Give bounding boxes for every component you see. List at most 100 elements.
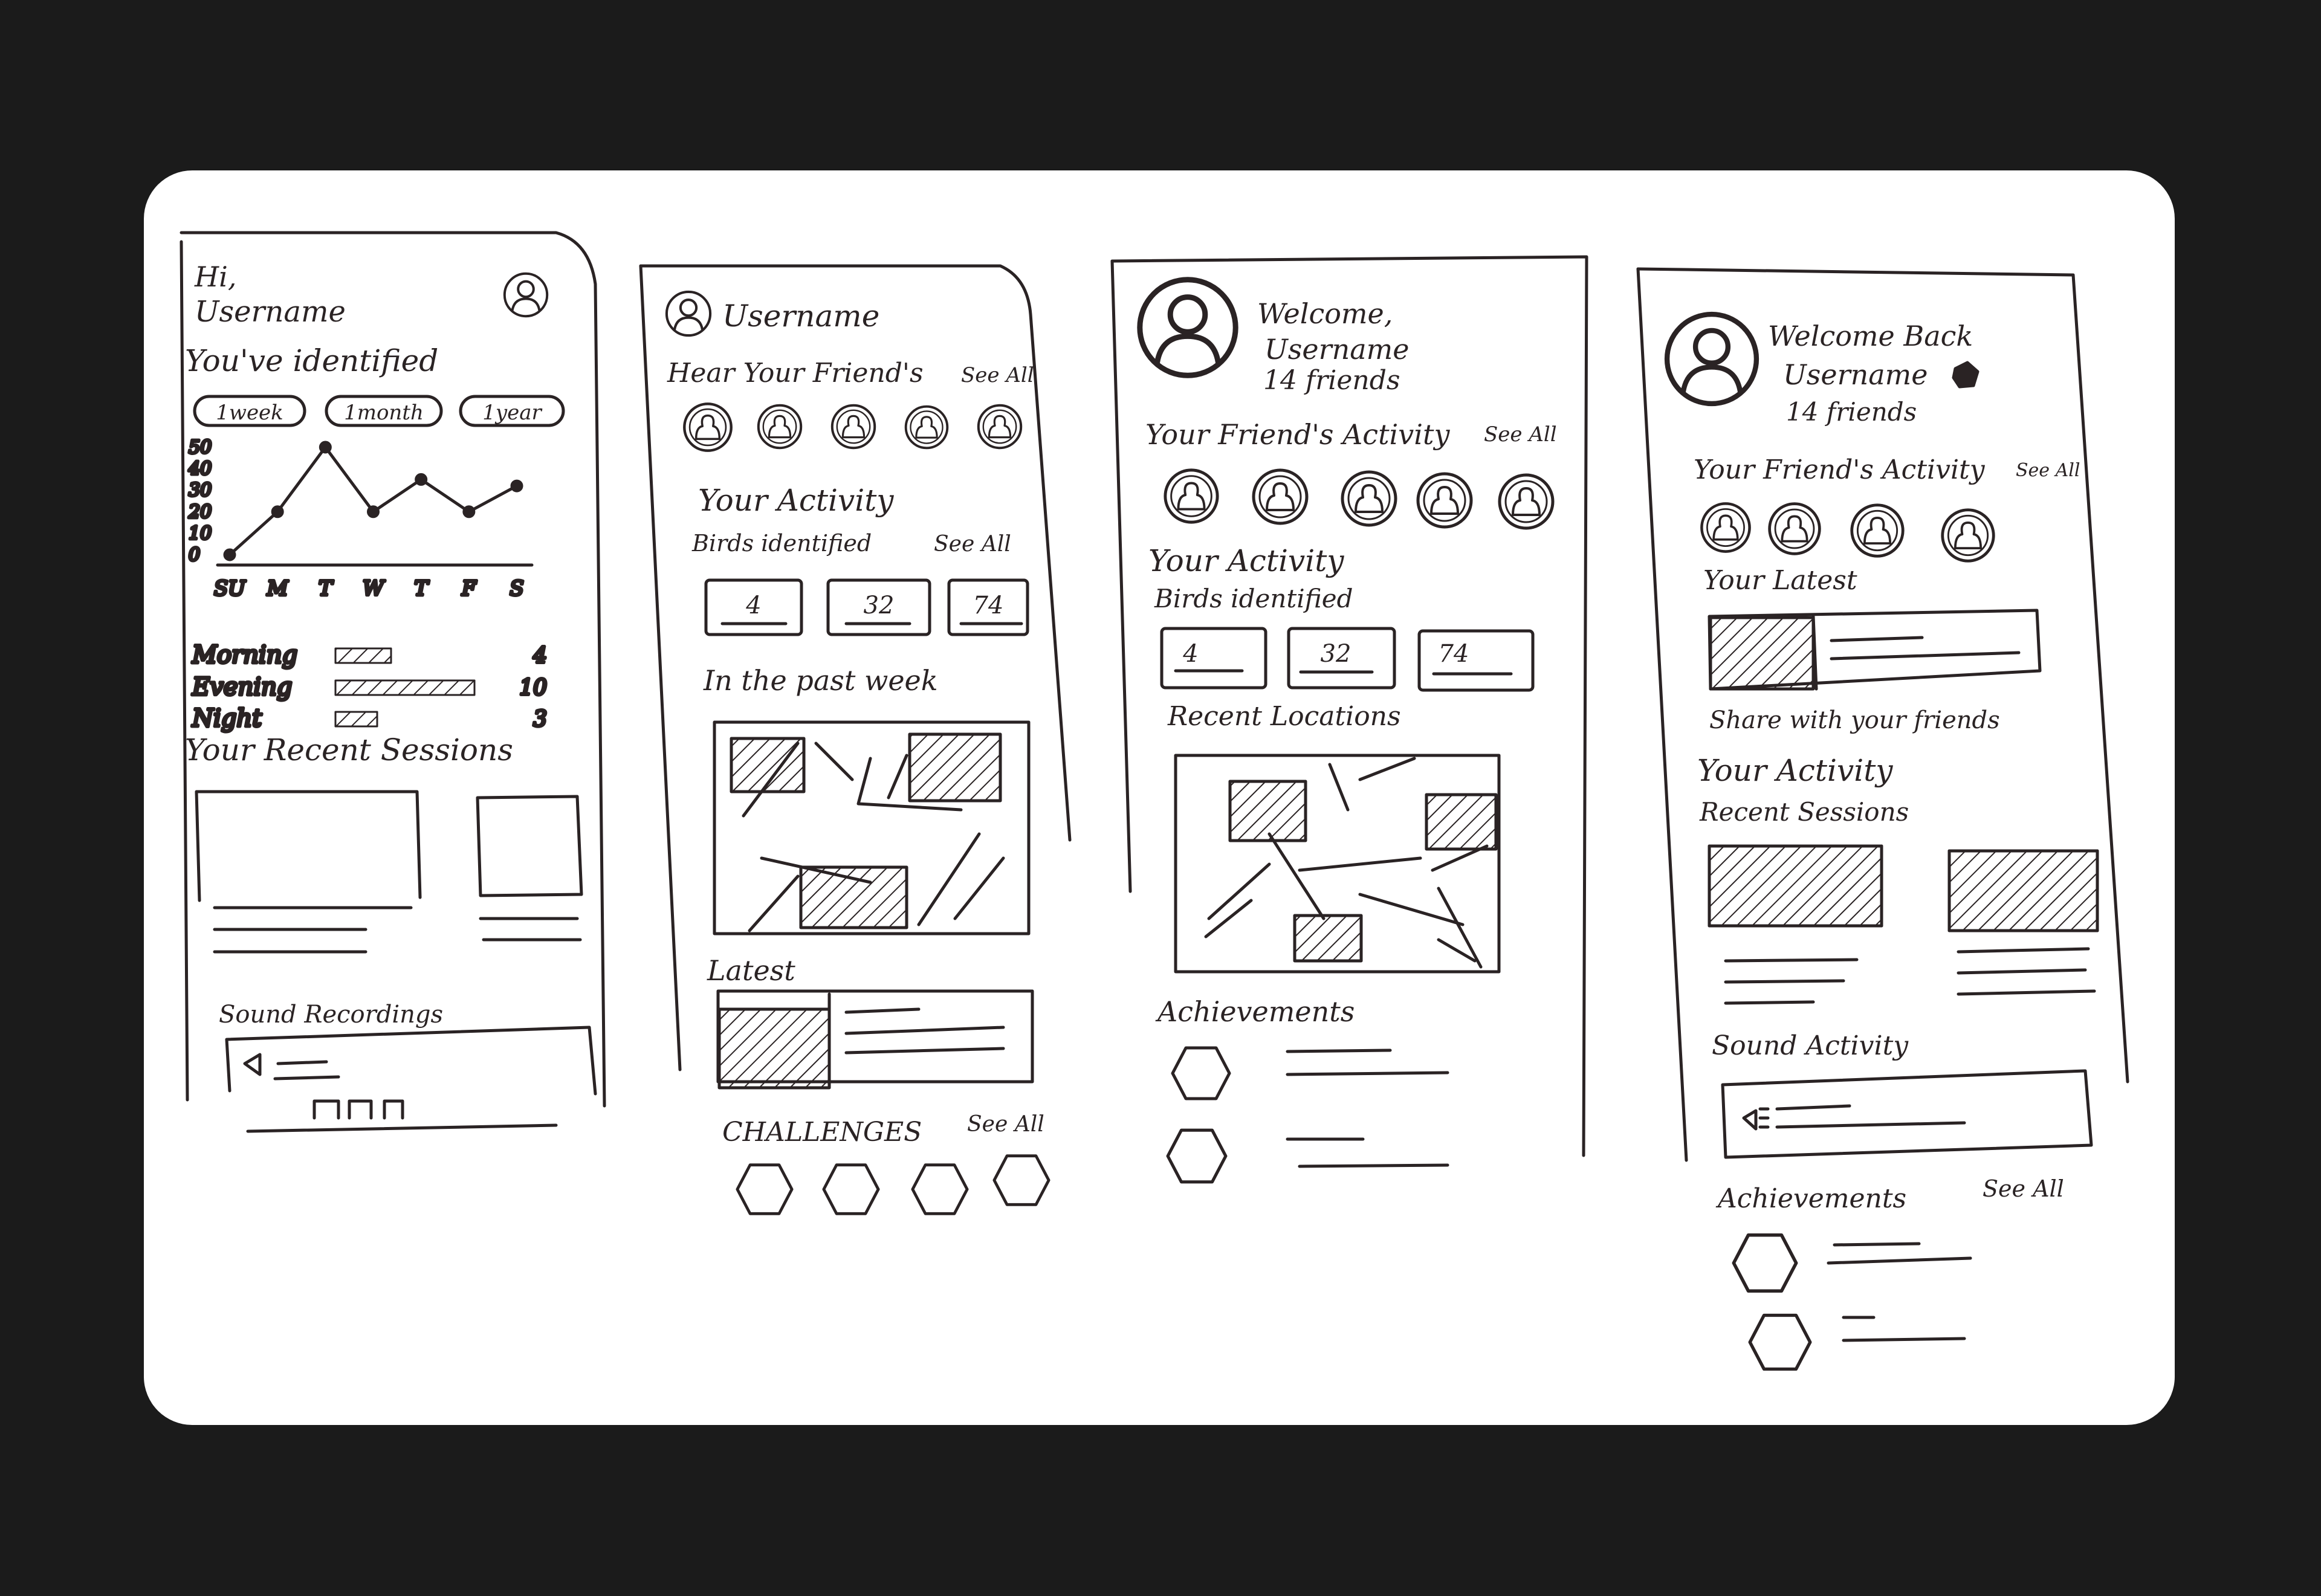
x-tick-label: SU bbox=[214, 577, 246, 601]
greeting: Hi, bbox=[194, 260, 236, 293]
data-point bbox=[415, 473, 428, 486]
sessions-label: Recent Sessions bbox=[1699, 797, 1909, 827]
time-bar bbox=[334, 679, 476, 696]
map-placeholder[interactable] bbox=[713, 720, 1031, 935]
achievements-see-all-link[interactable]: See All bbox=[1983, 1175, 2064, 1202]
stat-card[interactable] bbox=[704, 578, 803, 636]
latest-card[interactable] bbox=[1708, 609, 2042, 691]
y-tick-label: 20 bbox=[188, 502, 212, 523]
challenges-heading: CHALLENGES bbox=[722, 1117, 922, 1148]
speaker-icon bbox=[243, 1053, 262, 1076]
x-tick-label: S bbox=[510, 577, 523, 601]
friends-activity-heading: Your Friend's Activity bbox=[1145, 418, 1450, 451]
data-point bbox=[319, 441, 332, 454]
latest-card[interactable] bbox=[716, 989, 1034, 1090]
wireframe-screen-2 bbox=[639, 264, 1072, 1213]
filter-month-label[interactable]: 1month bbox=[344, 401, 424, 425]
friends-see-all-link[interactable]: See All bbox=[2016, 460, 2080, 481]
stat-card[interactable] bbox=[826, 578, 931, 636]
username: Username bbox=[722, 299, 879, 334]
wireframe-screen-3 bbox=[1110, 255, 1588, 1182]
map-placeholder[interactable] bbox=[1174, 754, 1501, 974]
phone-frame bbox=[180, 231, 606, 1108]
wireframe-screen-4 bbox=[1636, 267, 2129, 1369]
phone-frame bbox=[1636, 267, 2129, 1084]
filter-week-label[interactable]: 1week bbox=[216, 401, 283, 425]
y-tick-label: 40 bbox=[188, 459, 212, 480]
x-tick-label: F bbox=[461, 577, 477, 601]
stat-card[interactable] bbox=[1417, 629, 1535, 692]
username: Username bbox=[1783, 358, 1928, 391]
time-bar-value: 10 bbox=[519, 676, 547, 700]
locations-heading: Recent Locations bbox=[1167, 701, 1401, 732]
stat-card[interactable] bbox=[1287, 627, 1396, 690]
stat-card[interactable] bbox=[947, 578, 1029, 636]
y-tick-label: 0 bbox=[189, 544, 200, 566]
data-point bbox=[462, 505, 476, 519]
phone-frame-left bbox=[639, 264, 682, 1071]
handwritten-labels: Hi, Username You've identified 1week 1mo… bbox=[185, 260, 2080, 1214]
y-tick-label: 50 bbox=[189, 437, 212, 458]
sound-activity-card[interactable] bbox=[1721, 1069, 2093, 1159]
birds-see-all-link[interactable]: See All bbox=[934, 532, 1011, 557]
filter-month-button[interactable] bbox=[325, 395, 443, 427]
stat-value: 4 bbox=[1182, 640, 1198, 668]
birds-label: Birds identified bbox=[691, 530, 872, 557]
friends-heading: Hear Your Friend's bbox=[667, 358, 924, 389]
x-tick-label: T bbox=[319, 577, 334, 601]
recent-session-card[interactable] bbox=[195, 790, 422, 954]
speaker-icon bbox=[1742, 1109, 1758, 1131]
x-tick-label: M bbox=[267, 577, 289, 601]
username: Username bbox=[1264, 333, 1409, 366]
stat-card[interactable] bbox=[1160, 627, 1267, 690]
challenges-see-all-link[interactable]: See All bbox=[967, 1112, 1044, 1137]
time-bar-value: 4 bbox=[533, 644, 547, 668]
filter-week-button[interactable] bbox=[193, 395, 306, 427]
phone-frame-left bbox=[1636, 267, 1688, 1162]
edit-badge-icon[interactable] bbox=[1952, 361, 1979, 389]
phone-frame-left bbox=[1110, 259, 1132, 893]
recent-session-card-2[interactable] bbox=[476, 795, 583, 942]
phone-frame bbox=[639, 264, 1072, 842]
time-bar-label: Night bbox=[192, 705, 262, 732]
friends-see-all-link[interactable]: See All bbox=[961, 363, 1034, 387]
phone-frame bbox=[1110, 255, 1588, 1157]
activity-heading: Your Activity bbox=[1697, 753, 1893, 788]
latest-heading: Your Latest bbox=[1703, 565, 1857, 596]
time-bar-label: Morning bbox=[192, 641, 297, 669]
sound-activity-heading: Sound Activity bbox=[1712, 1030, 1909, 1061]
friends-count: 14 friends bbox=[1263, 365, 1400, 396]
recent-session-card[interactable] bbox=[1708, 844, 1883, 1005]
identified-heading: You've identified bbox=[185, 343, 438, 378]
recent-session-card-2[interactable] bbox=[1947, 849, 2099, 996]
activity-heading: Your Activity bbox=[1148, 543, 1344, 578]
sound-recording-card[interactable] bbox=[225, 1026, 597, 1133]
username: Username bbox=[195, 295, 346, 329]
data-point bbox=[510, 479, 523, 493]
data-point bbox=[271, 505, 284, 519]
latest-heading: Latest bbox=[707, 954, 795, 987]
welcome-text: Welcome Back bbox=[1768, 320, 1973, 352]
achievements-heading: Achievements bbox=[1155, 995, 1355, 1028]
playback-controls[interactable] bbox=[312, 1099, 404, 1120]
time-bar bbox=[334, 647, 392, 664]
activity-heading: Your Activity bbox=[698, 483, 894, 518]
y-tick-label: 10 bbox=[189, 523, 212, 544]
data-point bbox=[367, 505, 380, 519]
welcome-text: Welcome, bbox=[1257, 297, 1393, 330]
filter-year-label[interactable]: 1year bbox=[482, 401, 542, 425]
birds-label: Birds identified bbox=[1154, 584, 1353, 613]
past-week-heading: In the past week bbox=[703, 664, 938, 697]
y-tick-label: 30 bbox=[189, 480, 212, 501]
data-point bbox=[223, 548, 236, 561]
friends-see-all-link[interactable]: See All bbox=[1484, 422, 1557, 447]
achievements-heading: Achievements bbox=[1715, 1183, 1906, 1214]
share-label[interactable]: Share with your friends bbox=[1709, 706, 2000, 734]
stat-value: 32 bbox=[1321, 640, 1351, 668]
filter-year-button[interactable] bbox=[459, 395, 565, 427]
sessions-heading: Your Recent Sessions bbox=[185, 732, 513, 767]
friends-count: 14 friends bbox=[1786, 397, 1917, 427]
